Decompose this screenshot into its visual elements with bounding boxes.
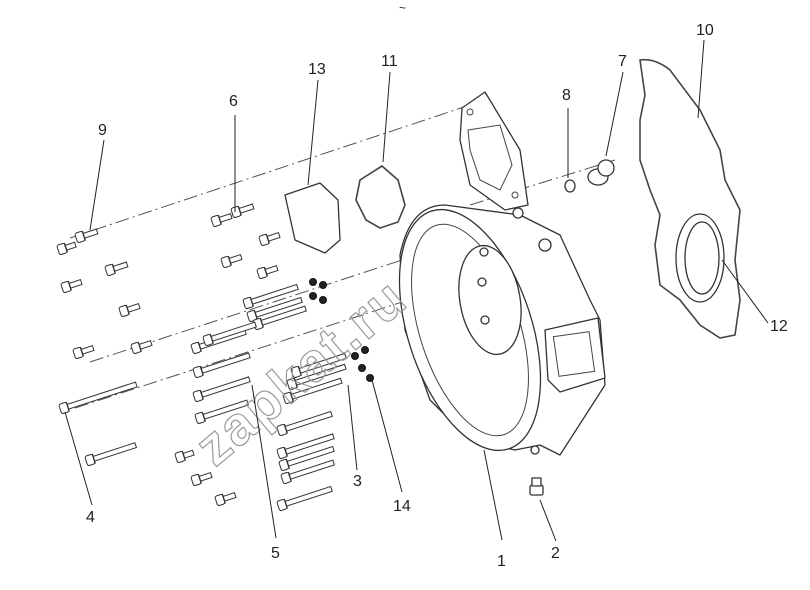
- bolt: [190, 472, 213, 486]
- bolt: [290, 352, 347, 378]
- seal-ring: [675, 213, 725, 303]
- flywheel-housing: [398, 91, 606, 456]
- bolt: [174, 449, 195, 463]
- plug-7: [587, 159, 615, 186]
- bolt: [246, 296, 303, 322]
- callout-13: 13: [308, 61, 326, 78]
- washers: [309, 278, 374, 382]
- callout-1: 1: [497, 553, 506, 570]
- bolt: [118, 303, 141, 317]
- leader-lines: [64, 39, 769, 542]
- bolt: [282, 377, 343, 404]
- callout-3: 3: [353, 473, 362, 490]
- bolt: [280, 459, 335, 484]
- bolt: [194, 399, 249, 424]
- bolt: [214, 492, 237, 506]
- callout-5: 5: [271, 545, 280, 562]
- cover-plate: [284, 182, 341, 254]
- bolt: [286, 363, 347, 390]
- callouts: 1 2 3 4 5 6 7 8 9 10 11 12 13 14: [86, 22, 788, 570]
- o-ring-8: [564, 179, 576, 193]
- bolt: [276, 485, 333, 511]
- header-mark: ~: [399, 1, 406, 15]
- bolt: [276, 433, 335, 459]
- bolt: [72, 345, 95, 359]
- callout-10: 10: [696, 22, 714, 39]
- bolt: [256, 265, 279, 279]
- callout-11: 11: [381, 53, 398, 70]
- cover-gasket: [639, 58, 741, 339]
- bolts: [56, 203, 347, 511]
- bolt: [192, 376, 251, 402]
- bolt: [278, 445, 335, 471]
- bolt: [130, 340, 153, 354]
- gasket-11: [355, 165, 406, 229]
- bolt: [74, 228, 99, 243]
- bolt: [220, 254, 243, 268]
- bolt: [210, 213, 233, 227]
- bolt: [60, 279, 83, 293]
- callout-6: 6: [229, 93, 238, 110]
- bolt: [242, 283, 299, 309]
- bolt: [276, 410, 333, 436]
- bolt: [192, 352, 251, 378]
- bolt: [258, 232, 281, 246]
- callout-7: 7: [618, 53, 627, 70]
- bolt: [84, 442, 138, 466]
- callout-2: 2: [551, 545, 560, 562]
- callout-4: 4: [86, 509, 95, 526]
- callout-8: 8: [562, 87, 571, 104]
- bolt: [202, 321, 257, 346]
- drain-plug: [529, 477, 544, 496]
- bolt: [58, 381, 138, 414]
- callout-14: 14: [393, 498, 411, 515]
- callout-12: 12: [770, 318, 788, 335]
- bolt: [56, 241, 77, 255]
- callout-9: 9: [98, 122, 107, 139]
- bolt: [230, 203, 255, 218]
- bolt: [104, 261, 129, 276]
